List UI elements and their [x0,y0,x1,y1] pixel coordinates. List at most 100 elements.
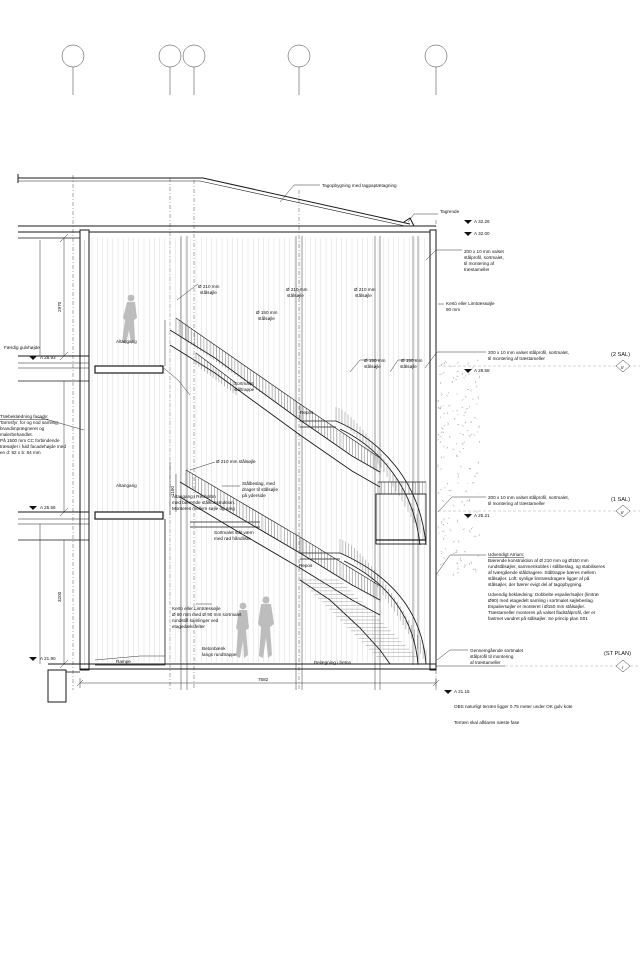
level-a-32-26: A 32.26 [474,219,490,224]
profile-top-3: til montering af [464,261,495,266]
facade-text-6: træsøjler i fuld facadehøjde med [0,444,66,449]
interior-annotations: Tagopbygning med tagpaptætagning Tagrend… [116,183,573,725]
cladding-text-1: Udvendig beklædning: Dobbelte espalier/s… [488,592,599,597]
note-natural-terrain: OBS naturligt terræn ligger 0.75 meter u… [454,704,573,709]
label-rail-1: Sortmalet stål værn [214,529,254,535]
facade-text-2: Tarmsfyr, for og nod samling, [0,420,59,425]
label-finished-floor: Færdig gulvhøjde [4,345,40,350]
label-balcony-2: med bærende stålkonstruktion. [172,499,235,505]
people-silhouettes [122,294,274,658]
continuous-profile-2: stålprofil til montering [470,653,514,659]
foliage-hatch [436,359,481,576]
label-balcony-upper: Altangang [116,339,137,344]
col-5-size: Ø 150 mm [364,358,386,363]
label-balcony-3: Monteres mellem søjle og væg [172,506,235,511]
dim-horizontal-total: 7582 [258,677,269,682]
col-4-type: stålsøjle [355,292,372,298]
atrium-heading: Udvendigt Atrium: [488,552,524,557]
atrium-text-3: af tværgående ståldragere. Ståltrappe bæ… [488,569,596,575]
label-stair-upper-2: ståltrappe [234,386,255,392]
continuous-profile-3: af træstameller [470,660,501,665]
profile-top-4: træstameller [464,267,490,272]
facade-text-4: malerbehandlet. [0,432,33,437]
dimensions: 2970 3200 1100 7582 [57,233,440,688]
label-kerto-3: rundstål samlinger ved [172,617,219,623]
profile-sal2-2: til montering af træstameller [488,356,545,361]
level-tag-1-sal-number: II [621,510,624,515]
facade-battens [91,238,425,662]
facade-text-1: Træbeklædning facade: [0,414,48,419]
level-a-28-58: A 28.58 [474,368,490,373]
cladding-text-5: fastmet vandret på stålsøjler. Se princi… [488,615,588,621]
right-annotations: A 32.26 A 32.00 200 x 10 mm valset stålp… [438,219,640,694]
level-a-21-90: A 21.90 [40,656,56,661]
roof [17,174,436,239]
note-terrain-next-phase: Terræn skal afklares næste fase [454,720,520,725]
col-4-size: Ø 210 mm [354,287,376,292]
label-kerto-1: Kerto eller Limtræssøjle [172,606,221,611]
atrium-text-2: rundstålsøjler, sammenkobles i stålbesla… [488,563,606,569]
label-ramp: Rampe [116,659,131,664]
atrium-text-4: stålsøjler. Loft: synlige limtræsdragere… [488,575,590,581]
col-2-type: stålsøjle [258,315,275,321]
label-landing-upper: Repos [300,410,314,415]
continuous-profile-1: Gennemgående sortmalet [470,647,524,653]
stair-railings [175,317,427,664]
cladding-text-4: Træstameller monteres på valset fladstål… [488,609,596,615]
steel-columns [180,236,419,690]
label-roof-build-up: Tagopbygning med tagpaptætagning [322,183,397,188]
ground [47,655,505,703]
label-landing-lower: Repos [299,563,313,568]
facade-text-3: brandimprægneret og [0,426,45,431]
label-bench-2: langs rundtrappe [202,652,237,657]
col-3-size: Ø 210 mm [286,287,308,292]
profile-sal2-1: 200 x 10 mm valset stålprofil, sortmalet… [488,349,569,355]
label-balcony-middle: Altangang [116,483,137,488]
label-bracket-2: drager til stålsøjle [242,486,278,492]
col-1-size: Ø 210 mm [198,284,220,289]
dim-vertical-lower: 3200 [57,591,62,602]
atrium-text-1: Bærende konstruktion af Ø 210 mm og Ø150… [488,558,589,563]
dim-balcony-height: 1100 [170,486,175,496]
col-6-type: stålsøjle [400,363,417,369]
cladding-text-3: Espaliersøjler er monteret i Ø150 mm stå… [488,603,585,609]
profile-top-2: stålprofil, sortmalet, [464,254,504,260]
profile-sal1-2: til montering af træstameller [488,501,545,506]
label-balcony-1: Altangang i Recholtm [172,494,216,499]
level-tag-2-sal-number: II [621,365,624,370]
label-paving: Belægning i beton [314,660,351,665]
profile-top-1: 200 x 10 mm valset [464,249,505,254]
level-a-32-00: A 32.00 [474,231,490,236]
left-annotations: Færdig gulvhøjde A 28.93 Træbeklædning f… [0,345,66,661]
label-rail-2: med rød håndliste [214,535,251,541]
col-3-type: stålsøjle [287,292,304,298]
balconies [94,320,171,666]
facade-text-7: en d: 82 x b: 84 mm [0,450,41,455]
col-5-type: stålsøjle [364,363,381,369]
profile-sal1-1: 200 x 10 mm valset stålprofil, sortmalet… [488,494,569,500]
level-tag-2-sal: (2 SAL) [611,352,630,358]
level-tag-1-sal: (1 SAL) [611,497,630,503]
col-2-size: Ø 150 mm [256,310,278,315]
leader-lines [37,184,486,661]
level-a-28-93: A 28.93 [40,355,56,360]
label-bracket-1: Stålbeslag, med [242,480,275,486]
label-bracket-3: på yderside [242,492,266,498]
level-tag-st-plan-number: I [622,665,624,670]
facade-text-5: På 1500 mm CC forbindende [0,437,60,443]
label-kerto-4: etagedæksfelter [172,624,205,629]
atrium-text-5: stålsøjler, der bærer evigt del af tagop… [488,581,582,587]
label-stair-upper-1: Sortmalet [234,381,254,386]
kerto-right-1: Kertó eller Limtræssøjle [446,301,495,306]
label-column-mid: Ø 210 mm stålsøjle [216,458,256,464]
kerto-right-2: 90 mm [446,307,460,312]
label-bench-1: Betonbænk [202,646,226,651]
level-a-25-21: A 25.21 [474,513,490,518]
level-a-21-15: A 21.15 [454,689,470,694]
label-gutter: Tagrende [440,209,460,214]
col-1-type: stålsøjle [200,289,217,295]
level-tag-st-plan: (ST PLAN) [604,651,631,657]
cladding-text-2: Ø90) med etagedelt samling i sortmalet s… [488,598,594,603]
label-kerto-2: Ø 80 mm med Ø 90 mm sortmalet [172,612,242,617]
